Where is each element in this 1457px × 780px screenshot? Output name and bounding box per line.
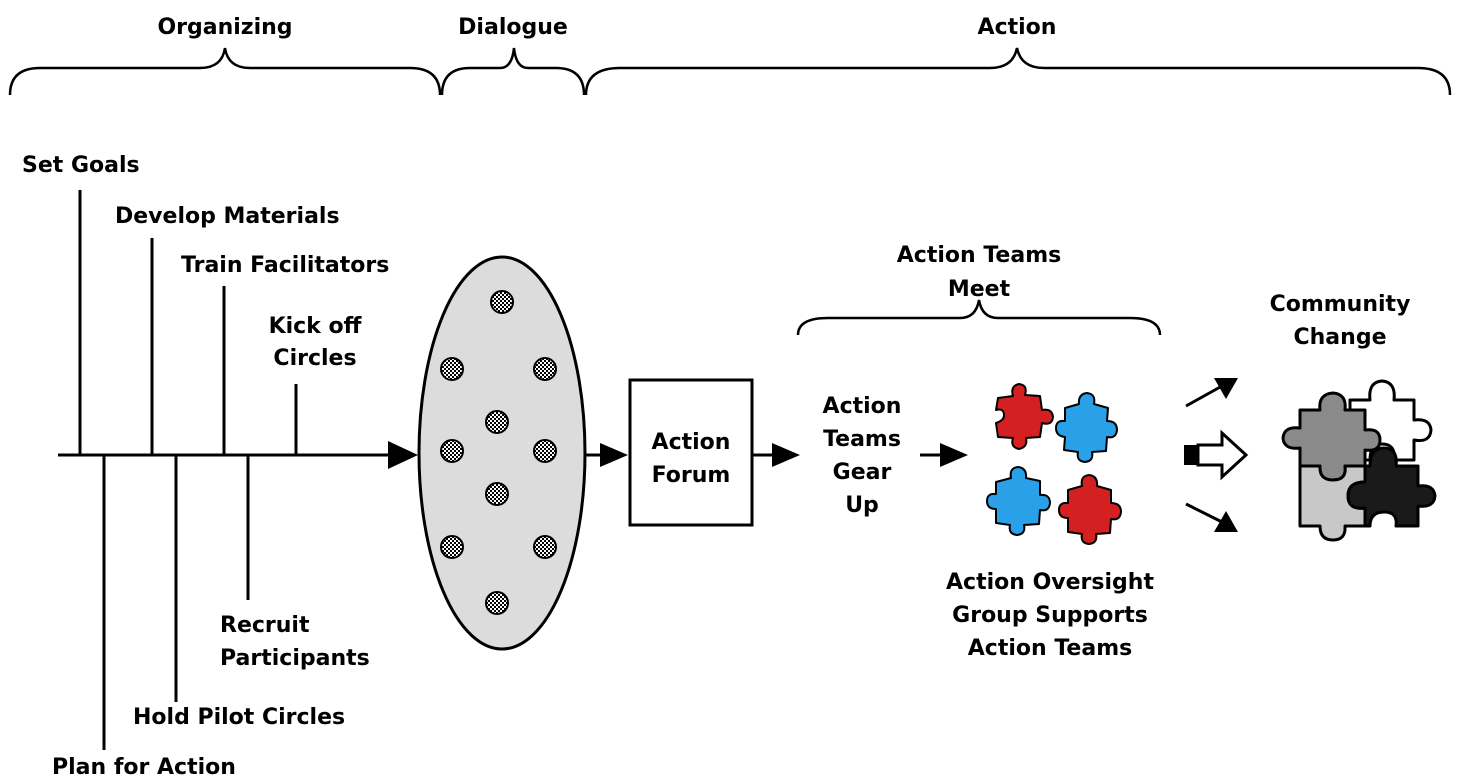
red-puzzle-piece bbox=[995, 383, 1054, 450]
oval-to-forum-arrowhead bbox=[600, 443, 628, 467]
recruit-label-line2: Participants bbox=[220, 646, 370, 671]
participant-dot bbox=[440, 357, 464, 381]
community-change-label-line2: Change bbox=[1294, 325, 1387, 350]
organizing-brace bbox=[8, 47, 442, 96]
lower-diagonal-arrowhead bbox=[1214, 511, 1238, 532]
action-forum-label-line2: Forum bbox=[652, 463, 731, 488]
teams-meet-label-line1: Action Teams bbox=[897, 243, 1061, 268]
participant-dot bbox=[485, 482, 509, 506]
oversight-label-line2: Group Supports bbox=[952, 603, 1148, 628]
develop-materials-label: Develop Materials bbox=[115, 204, 340, 229]
block-arrow bbox=[1196, 429, 1249, 481]
oversight-label-line3: Action Teams bbox=[968, 636, 1132, 661]
upper-diagonal-arrowhead bbox=[1214, 378, 1238, 399]
lower-diagonal-arrow-line bbox=[1185, 502, 1223, 524]
recruit-label-line1: Recruit bbox=[220, 613, 310, 638]
red-puzzle-piece bbox=[1058, 474, 1122, 545]
upper-diagonal-arrow-line bbox=[1185, 384, 1223, 408]
dialogue-brace bbox=[440, 47, 586, 96]
block-arrow-tail bbox=[1184, 445, 1198, 465]
blue-puzzle-piece bbox=[1055, 392, 1118, 463]
participant-dot bbox=[533, 535, 557, 559]
gear-up-label-line4: Up bbox=[845, 493, 879, 518]
gear-up-label-line2: Teams bbox=[823, 427, 901, 452]
kick-off-label-line2: Circles bbox=[273, 346, 356, 371]
participant-dot bbox=[485, 410, 509, 434]
train-facilitators-label: Train Facilitators bbox=[181, 253, 389, 278]
participant-dot bbox=[533, 439, 557, 463]
participant-dot bbox=[490, 290, 514, 314]
action-brace bbox=[584, 47, 1452, 96]
plan-for-action-label: Plan for Action bbox=[52, 755, 236, 780]
participant-dot bbox=[485, 591, 509, 615]
gear-up-label-line3: Gear bbox=[833, 460, 892, 485]
phase-action-label: Action bbox=[978, 15, 1057, 40]
gearup-to-teams-arrowhead bbox=[940, 443, 968, 467]
community-change-label-line1: Community bbox=[1270, 292, 1411, 317]
action-forum-box bbox=[628, 378, 754, 527]
participant-dot bbox=[440, 535, 464, 559]
blue-puzzle-piece bbox=[986, 466, 1051, 536]
timeline-arrowhead bbox=[388, 441, 418, 469]
phase-organizing-label: Organizing bbox=[157, 15, 292, 40]
action-forum-label-line1: Action bbox=[652, 430, 731, 455]
phase-dialogue-label: Dialogue bbox=[458, 15, 568, 40]
participant-dot bbox=[440, 439, 464, 463]
assembled-puzzle-icon bbox=[1281, 379, 1437, 542]
black-puzzle-piece bbox=[1346, 446, 1437, 528]
set-goals-label: Set Goals bbox=[22, 153, 140, 178]
teams-meet-label-line2: Meet bbox=[948, 277, 1011, 302]
teams-meet-brace bbox=[796, 299, 1162, 336]
forum-to-gearup-arrowhead bbox=[772, 443, 800, 467]
participant-dot bbox=[533, 357, 557, 381]
hold-pilot-circles-label: Hold Pilot Circles bbox=[133, 705, 345, 730]
oversight-label-line1: Action Oversight bbox=[946, 570, 1154, 595]
kick-off-label-line1: Kick off bbox=[269, 314, 363, 339]
participant-dots bbox=[440, 290, 557, 615]
action-teams-puzzle-icon bbox=[986, 383, 1122, 545]
gear-up-label-line1: Action bbox=[823, 394, 902, 419]
